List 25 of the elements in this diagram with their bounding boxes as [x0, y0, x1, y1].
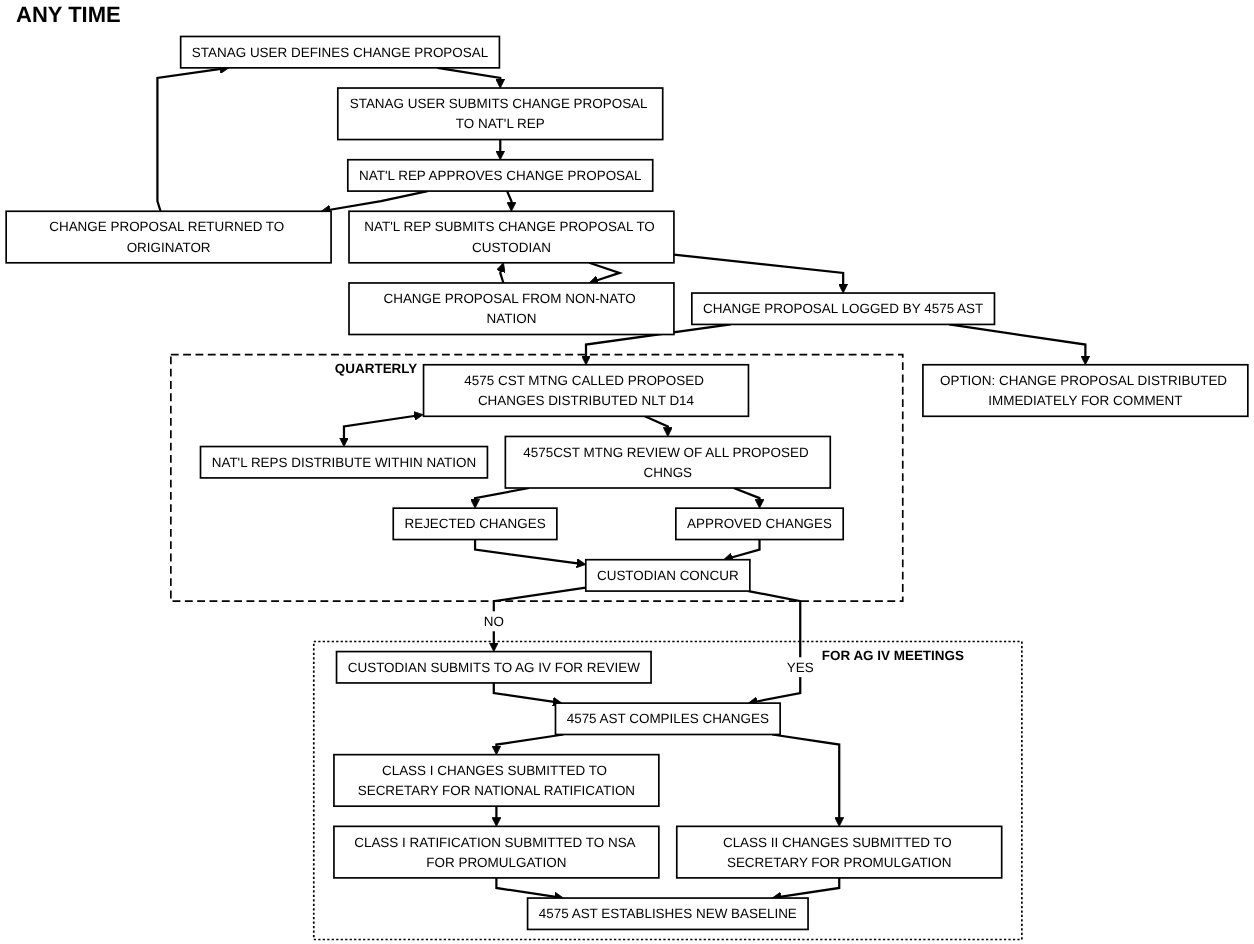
arrow	[506, 190, 517, 212]
arrow	[491, 806, 502, 827]
arrow	[437, 66, 506, 89]
arrow	[491, 733, 564, 756]
arrow	[723, 539, 761, 563]
arrow	[495, 877, 564, 902]
arrow	[948, 323, 1091, 366]
arrow	[320, 190, 428, 215]
arrow	[488, 586, 586, 653]
arrow	[772, 733, 845, 827]
arrow	[588, 261, 624, 285]
column-heading: ANY TIME	[16, 4, 121, 28]
arrow	[492, 682, 563, 707]
arrow	[747, 590, 802, 707]
arrow	[496, 262, 506, 284]
arrow	[473, 539, 587, 569]
arrow	[644, 415, 673, 437]
arrow	[581, 323, 731, 366]
arrow	[771, 877, 841, 902]
arrow	[156, 64, 230, 212]
arrow	[673, 253, 849, 294]
arrow	[733, 486, 765, 509]
arrow	[339, 411, 424, 447]
arrow	[495, 139, 506, 161]
arrow	[470, 486, 530, 509]
